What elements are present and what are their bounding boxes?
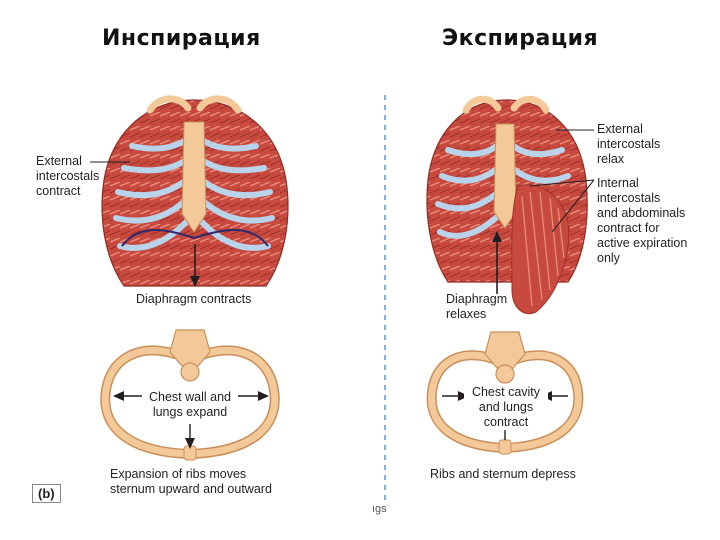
external-intercostals-relax-label: External intercostals relax	[597, 122, 661, 166]
expiration-caption: Ribs and sternum depress	[430, 467, 576, 481]
inspiration-title: Инспирация	[102, 26, 261, 51]
leader-internal-intercostals-a	[529, 179, 595, 187]
chest-wall-expand-label: Chest wall and lungs expand	[142, 390, 238, 420]
leader-internal-intercostals-b	[551, 179, 595, 233]
abdominal-muscles	[511, 184, 570, 314]
internal-intercostals-label: Internal intercostals and abdominals con…	[597, 176, 688, 265]
diaphragm-contracts-label: Diaphragm contracts	[136, 292, 252, 306]
expiration-title: Экспирация	[442, 26, 599, 51]
expand-arrows	[113, 391, 269, 449]
ribcage-inspiration	[101, 95, 289, 287]
external-intercostals-contract-label: External intercostals contract	[36, 154, 100, 198]
footer-fragment: ıgs	[372, 503, 387, 515]
diaphragm-down-arrow	[190, 244, 200, 287]
diaphragm-relaxes-label: Diaphragm relaxes	[446, 292, 508, 321]
diaphragm-up-arrow	[492, 231, 502, 294]
panel-letter: (b)	[32, 484, 61, 503]
chest-cavity-contract-label: Chest cavity and lungs contract	[464, 385, 548, 430]
inspiration-caption: Expansion of ribs moves sternum upward a…	[110, 467, 272, 496]
